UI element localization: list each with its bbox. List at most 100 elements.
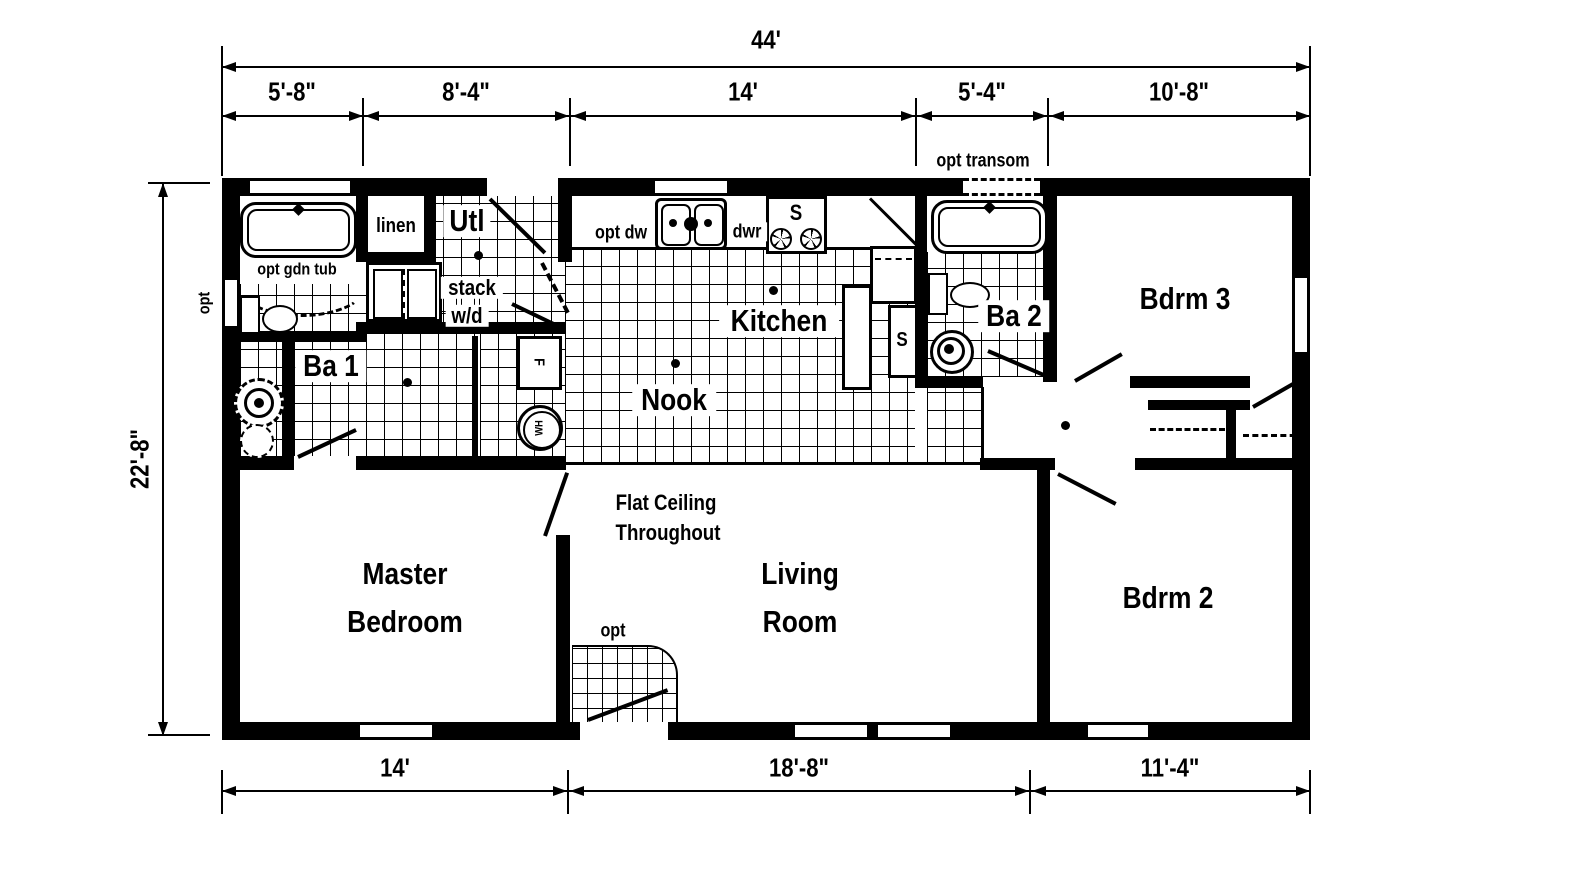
toilet-ba1-tank bbox=[240, 296, 260, 334]
shower-ba1-drain bbox=[254, 398, 264, 408]
door-opening-utility-entry bbox=[487, 178, 558, 196]
wall-ba1-tubroom bbox=[240, 332, 366, 342]
dim-top-seg-3: 5'-4" bbox=[958, 76, 1006, 107]
wall-ba2-south bbox=[915, 376, 983, 388]
dim-line-overall bbox=[222, 66, 1310, 68]
water-heater-label: WH bbox=[533, 420, 546, 436]
wall-closet-top bbox=[1130, 376, 1250, 388]
tile-edge-hall bbox=[981, 387, 984, 462]
door-leaf-master bbox=[543, 472, 570, 537]
shower-ba1-ring bbox=[244, 388, 274, 418]
ceiling-light bbox=[1061, 421, 1070, 430]
room-label-linen: linen bbox=[369, 215, 423, 236]
room-label-master-2: Bedroom bbox=[347, 604, 463, 640]
label-flat-ceiling-1: Flat Ceiling bbox=[615, 489, 717, 515]
washer-dryer bbox=[366, 262, 442, 322]
label-dwr: dwr bbox=[727, 222, 767, 242]
dim-line-bottom-segments bbox=[222, 790, 1310, 792]
window-opt-transom bbox=[963, 178, 1040, 196]
room-label-utl: Utl bbox=[443, 205, 491, 237]
ceiling-light bbox=[769, 286, 778, 295]
tile-edge-nook bbox=[565, 462, 983, 465]
tile-floor-opt-entry bbox=[572, 645, 678, 724]
island-cabinet bbox=[842, 285, 872, 390]
dim-bottom-seg-2: 11'-4" bbox=[1140, 752, 1200, 783]
label-stack-1: stack bbox=[440, 276, 504, 300]
room-label-master-1: Master bbox=[362, 556, 448, 592]
closet-rod bbox=[1150, 428, 1225, 431]
dim-top-seg-1: 8'-4" bbox=[442, 76, 490, 107]
window-master-bath bbox=[250, 178, 350, 196]
wall-exterior-bottom bbox=[222, 722, 1310, 740]
closet-rod bbox=[1243, 434, 1305, 437]
door-leaf-bdrm3 bbox=[1074, 352, 1123, 383]
pantry-shelves bbox=[888, 305, 918, 378]
wall-shower-stall bbox=[282, 342, 294, 458]
dim-overall-width: 44' bbox=[751, 24, 781, 55]
window-opt-left bbox=[222, 280, 240, 326]
room-label-bdrm2: Bdrm 2 bbox=[1122, 580, 1214, 616]
label-stove-s: S bbox=[789, 199, 803, 225]
ceiling-light bbox=[671, 359, 680, 368]
wall-exterior-top bbox=[222, 178, 1310, 196]
wall-closet-mid bbox=[1148, 400, 1250, 410]
tile-floor-nook bbox=[927, 387, 983, 465]
dim-line-top-segments bbox=[222, 115, 1310, 117]
wall-living-bdrm2 bbox=[1037, 470, 1050, 722]
room-label-living-1: Living bbox=[761, 556, 839, 592]
dim-left-height: 22'-8" bbox=[124, 429, 155, 489]
wall-ba1-south bbox=[222, 456, 566, 470]
room-label-bdrm3: Bdrm 3 bbox=[1139, 281, 1231, 317]
wall-linen-bottom bbox=[356, 252, 436, 262]
label-opt-window: opt bbox=[194, 291, 214, 315]
door-leaf-bdrm2 bbox=[1057, 472, 1117, 506]
label-opt-transom: opt transom bbox=[936, 150, 1030, 172]
dim-top-seg-4: 10'-8" bbox=[1149, 76, 1209, 107]
stove-burner-icon bbox=[770, 228, 792, 250]
wall-ba1-east bbox=[472, 336, 478, 456]
shower-ba2 bbox=[930, 330, 974, 374]
door-opening-opt-entry bbox=[580, 722, 668, 740]
window-bdrm2 bbox=[1088, 722, 1148, 740]
ceiling-light bbox=[403, 378, 412, 387]
opt-garden-tub-outline bbox=[236, 252, 368, 317]
ceiling-light bbox=[474, 251, 483, 260]
furnace bbox=[517, 336, 562, 390]
room-label-ba1: Ba 1 bbox=[295, 350, 367, 382]
room-label-nook: Nook bbox=[632, 384, 716, 416]
wall-closet-divider bbox=[1226, 400, 1236, 462]
wall-linen-right bbox=[424, 196, 436, 258]
wall-linen-left bbox=[356, 196, 368, 262]
room-label-kitchen: Kitchen bbox=[719, 305, 839, 337]
door-opening-ba1 bbox=[294, 456, 356, 470]
wall-closet-south bbox=[1135, 458, 1310, 470]
water-heater bbox=[517, 405, 563, 451]
dim-top-seg-0: 5'-8" bbox=[268, 76, 316, 107]
dim-line-left-height bbox=[162, 183, 164, 736]
toilet-ba1-bowl bbox=[262, 305, 298, 333]
wall-utl-kitchen bbox=[558, 196, 572, 262]
label-opt-gdn-tub: opt gdn tub bbox=[247, 260, 347, 278]
label-flat-ceiling-2: Throughout bbox=[615, 519, 721, 545]
dim-bottom-seg-0: 14' bbox=[380, 752, 410, 783]
room-label-ba2: Ba 2 bbox=[978, 300, 1050, 332]
window-living-1 bbox=[795, 722, 867, 740]
stove-burner-icon bbox=[800, 228, 822, 250]
room-label-living-2: Room bbox=[762, 604, 838, 640]
dim-bottom-seg-1: 18'-8" bbox=[769, 752, 829, 783]
window-living-2 bbox=[878, 722, 950, 740]
wall-master-living bbox=[556, 535, 570, 722]
corner-cabinet-edge bbox=[868, 197, 920, 248]
toilet-ba2-tank bbox=[928, 273, 948, 315]
window-bdrm3 bbox=[1292, 278, 1310, 352]
dim-top-seg-2: 14' bbox=[728, 76, 758, 107]
kitchen-sink bbox=[655, 198, 727, 250]
shower-ba1-lower bbox=[240, 424, 274, 458]
wall-alcove-top bbox=[480, 322, 566, 334]
wall-hall-south bbox=[980, 458, 1055, 470]
window-master-bedroom bbox=[360, 722, 432, 740]
refrigerator bbox=[870, 246, 917, 304]
furnace-label: F bbox=[531, 354, 548, 370]
label-opt-dw: opt dw bbox=[587, 223, 655, 243]
